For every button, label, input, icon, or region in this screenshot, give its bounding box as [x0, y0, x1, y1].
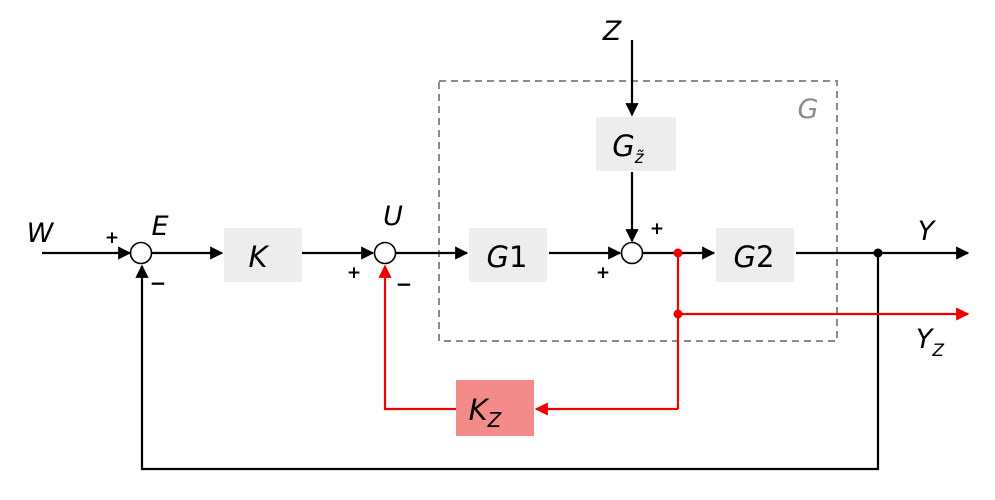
sum2-plus-sign: +: [347, 263, 361, 283]
controller-block-k-label: K: [248, 240, 269, 274]
signal-label-e: E: [151, 211, 168, 242]
wire-kz-to-sum2: [378, 264, 456, 411]
disturbance-block-gz-label: Gz̃: [612, 129, 644, 168]
signal-label-y: Y: [918, 216, 937, 247]
plant-block-g2: [716, 228, 794, 282]
signal-label-yz: YZ: [916, 324, 945, 361]
controller-block-k: [224, 228, 302, 282]
branch-point-lower: [673, 309, 683, 319]
branch-point-upper: [673, 248, 683, 258]
disturbance-controller-block-kz-label: KZ: [469, 393, 503, 432]
plant-block-g1-label: G1: [487, 240, 528, 274]
disturbance-controller-block-kz: [456, 380, 534, 436]
plant-group-box: [438, 80, 838, 342]
main-feedback-wire: [135, 253, 880, 471]
summing-junction-disturbance: [620, 241, 644, 265]
y-branch-point: [873, 248, 883, 258]
summing-junction-input: [373, 241, 397, 265]
sum2-minus-sign: −: [396, 272, 413, 296]
sum3-plus-sign-left: +: [596, 263, 610, 283]
group-label: G: [798, 94, 819, 125]
plant-block-g2-label: G2: [734, 240, 775, 274]
sum1-plus-sign: +: [105, 228, 119, 248]
sum3-plus-sign-top: +: [650, 219, 664, 239]
signal-label-w: W: [27, 218, 55, 249]
signal-label-z: Z: [602, 16, 622, 47]
summing-junction-error: [129, 241, 153, 265]
signal-label-u: U: [383, 201, 403, 232]
plant-block-g1: [469, 228, 547, 282]
sum1-minus-sign: −: [150, 271, 167, 295]
disturbance-block-gz: [596, 117, 676, 171]
